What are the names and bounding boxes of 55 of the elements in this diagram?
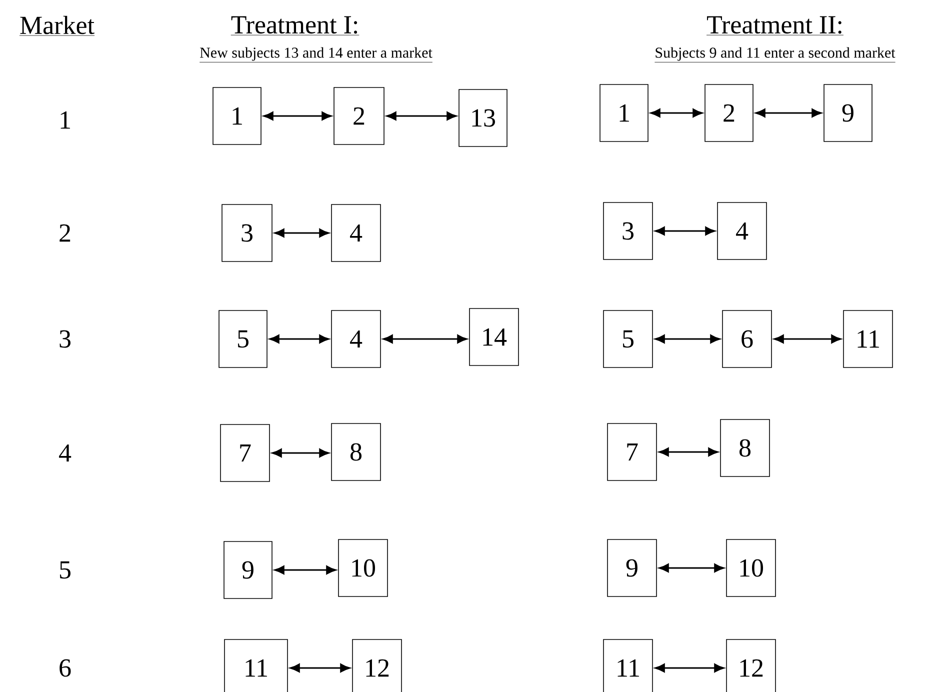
- double-arrow: [386, 112, 457, 120]
- market-number: 2: [60, 224, 70, 242]
- double-arrow: [290, 664, 350, 672]
- heading: Market: [19, 16, 95, 36]
- double-arrow: [774, 334, 842, 344]
- double-arrow: [274, 566, 336, 574]
- number-box: 8: [331, 423, 381, 481]
- number-box: 13: [458, 89, 508, 147]
- number-box: 5: [603, 310, 653, 368]
- number-box: 11: [603, 639, 653, 692]
- double-arrow: [272, 448, 330, 458]
- double-arrow: [654, 334, 720, 344]
- number-box: 8: [720, 419, 770, 477]
- number-box: 9: [824, 84, 872, 142]
- double-arrow: [658, 448, 718, 456]
- subheading: Subjects 9 and 11 enter a second market: [654, 47, 896, 62]
- number-box: 1: [600, 84, 648, 142]
- number-box: 4: [331, 204, 381, 262]
- heading: Treatment I:: [230, 16, 360, 36]
- number-box: 2: [334, 87, 384, 145]
- number-box: 2: [704, 84, 754, 142]
- number-box: 7: [607, 423, 657, 481]
- double-arrow: [274, 228, 330, 238]
- market-number: 1: [60, 111, 70, 129]
- number-box: 12: [726, 639, 776, 692]
- number-box: 10: [726, 539, 776, 597]
- double-arrow: [269, 334, 330, 344]
- market-number: 4: [59, 444, 72, 462]
- market-number: 6: [60, 659, 71, 677]
- number-box: 7: [220, 424, 270, 482]
- number-box: 4: [717, 202, 767, 260]
- double-arrow: [382, 334, 468, 344]
- number-box: 3: [222, 204, 272, 262]
- double-arrow: [263, 112, 332, 120]
- number-box: 1: [212, 87, 262, 145]
- number-box: 11: [224, 639, 288, 692]
- number-box: 14: [469, 308, 519, 366]
- number-box: 5: [218, 310, 268, 368]
- number-box: 4: [331, 310, 381, 368]
- number-box: 10: [338, 539, 388, 597]
- double-arrow: [650, 108, 703, 118]
- double-arrow: [654, 664, 724, 672]
- double-arrow: [654, 226, 716, 236]
- heading: Treatment II:: [706, 16, 844, 36]
- number-box: 3: [603, 202, 653, 260]
- number-box: 12: [352, 639, 402, 692]
- market-number: 3: [60, 330, 70, 348]
- number-box: 9: [224, 541, 272, 599]
- double-arrow: [755, 108, 822, 118]
- number-box: 6: [722, 310, 772, 368]
- double-arrow: [658, 564, 724, 572]
- subheading: New subjects 13 and 14 enter a market: [199, 47, 433, 62]
- number-box: 9: [607, 539, 657, 597]
- number-box: 11: [843, 310, 893, 368]
- market-number: 5: [60, 561, 70, 579]
